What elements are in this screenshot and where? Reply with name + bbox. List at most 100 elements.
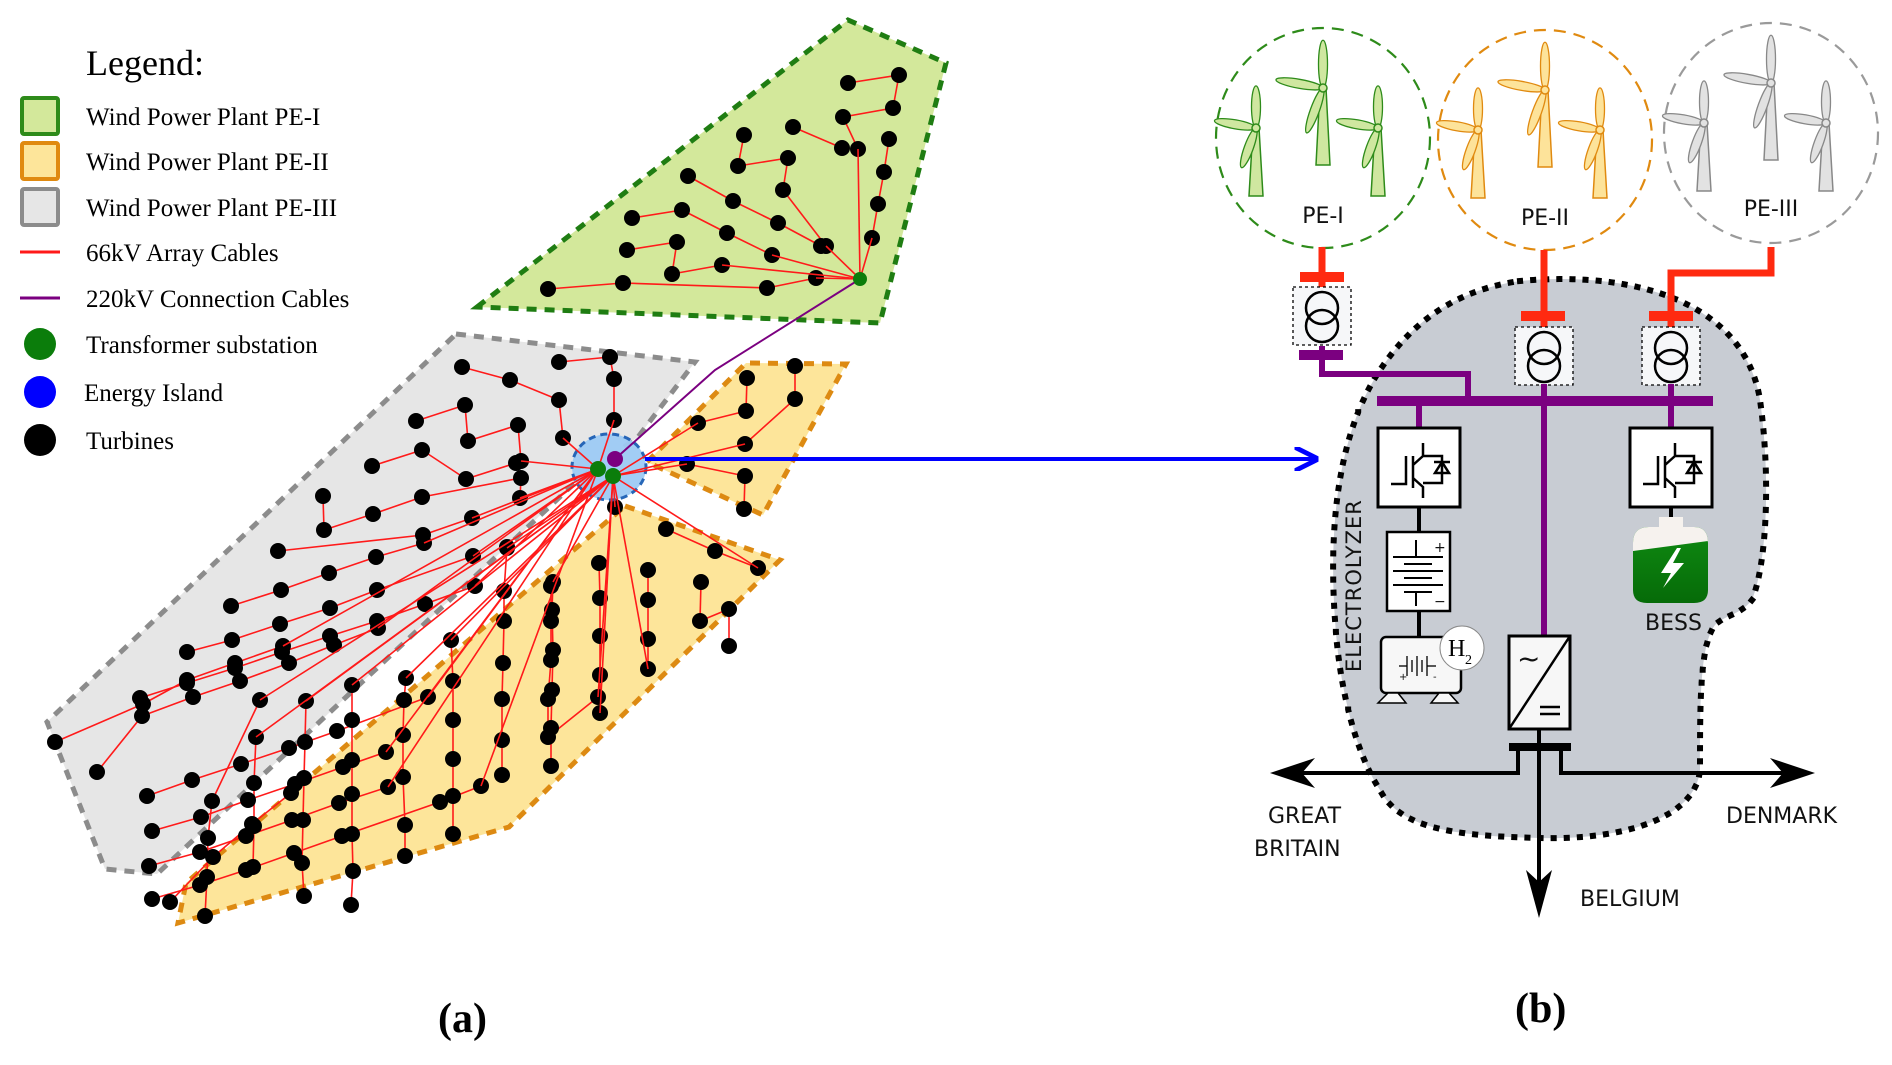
turbine (510, 417, 526, 433)
turbine (281, 655, 297, 671)
array-cable (665, 528, 716, 552)
array-cable (421, 449, 467, 480)
turbine (316, 522, 332, 538)
array-cable (792, 126, 843, 149)
turbine (227, 655, 243, 671)
legend-label: 220kV Connection Cables (86, 286, 349, 313)
array-cable (842, 107, 894, 118)
array-cable (151, 816, 202, 832)
hydrogen-badge: H 2 (1439, 625, 1485, 671)
wind-turbine-icon (1783, 80, 1834, 192)
turbine (322, 600, 338, 616)
turbine (840, 75, 856, 91)
turbine (408, 413, 424, 429)
turbine (281, 740, 297, 756)
turbine (224, 632, 240, 648)
turbine (331, 795, 347, 811)
turbine (460, 433, 476, 449)
array-cable (732, 200, 779, 224)
array-cable (282, 468, 599, 647)
array-cable (148, 851, 201, 867)
turbine (721, 601, 737, 617)
array-cable (423, 468, 599, 544)
turbine (770, 215, 786, 231)
plant-label: PE-II (1521, 206, 1569, 231)
bess-label: BESS (1645, 611, 1702, 636)
turbine (457, 397, 473, 413)
dc-source-icon: + − (1385, 530, 1452, 613)
turbine (725, 193, 741, 209)
wind-turbine-icon (1335, 85, 1386, 197)
turbine (344, 752, 360, 768)
turbine (205, 849, 221, 865)
dc-minus-label: − (1434, 594, 1446, 610)
legend-item: 66kV Array Cables (20, 240, 279, 267)
array-cable (622, 282, 768, 289)
legend-dot-icon (24, 328, 56, 360)
h2-label: H (1448, 636, 1465, 662)
legend-label: Wind Power Plant PE-I (86, 104, 320, 131)
turbine (780, 150, 796, 166)
array-cable (277, 534, 424, 552)
turbine (674, 202, 690, 218)
turbine (606, 371, 622, 387)
array-cable (612, 475, 649, 670)
array-cable (169, 856, 214, 903)
turbine (232, 673, 248, 689)
array-cable (847, 74, 900, 84)
array-cable (766, 277, 817, 289)
plant-pe-i: PE-I (1213, 26, 1432, 250)
transformer-icon (1292, 286, 1352, 346)
turbine (494, 691, 510, 707)
turbine (615, 275, 631, 291)
turbine (787, 358, 803, 374)
array-cable (139, 682, 188, 699)
turbine (270, 543, 286, 559)
turbine (669, 234, 685, 250)
turbine (876, 164, 892, 180)
array-cable (151, 884, 201, 900)
turbine (775, 182, 791, 198)
turbine (397, 848, 413, 864)
turbine (787, 391, 803, 407)
turbine (545, 642, 561, 658)
array-cable (771, 254, 861, 280)
turbine (881, 131, 897, 147)
bess: BESS (1633, 507, 1708, 636)
turbine (315, 488, 331, 504)
turbine (494, 767, 510, 783)
pe1-area (470, 17, 949, 326)
wind-turbine-icon (1557, 87, 1608, 199)
array-cable (612, 463, 688, 477)
turbine (508, 455, 524, 471)
array-cable (329, 620, 378, 637)
array-cable (323, 513, 374, 531)
turbine (414, 489, 430, 505)
legend-label: Turbines (86, 428, 174, 455)
turbine (179, 672, 195, 688)
turbine (707, 543, 723, 559)
turbine (296, 770, 312, 786)
hvdc-converter: ~ (1507, 634, 1572, 751)
array-cable (186, 667, 236, 684)
turbine (240, 792, 256, 808)
turbine (543, 720, 559, 736)
turbine (513, 470, 529, 486)
turbine (345, 863, 361, 879)
array-cable (612, 422, 699, 477)
array-cable (371, 449, 423, 467)
turbine (89, 764, 105, 780)
country-belgium: BELGIUM (1580, 887, 1680, 912)
array-cable (726, 232, 773, 256)
array-cable (351, 475, 614, 686)
array-cable (415, 404, 466, 422)
array-cable (200, 799, 249, 818)
lightning-icon (1661, 548, 1684, 588)
array-cable (552, 475, 614, 583)
turbine (273, 582, 289, 598)
array-cable (626, 241, 678, 251)
array-cable (141, 696, 194, 717)
export-lines (1270, 751, 1815, 918)
array-cable (825, 245, 861, 280)
